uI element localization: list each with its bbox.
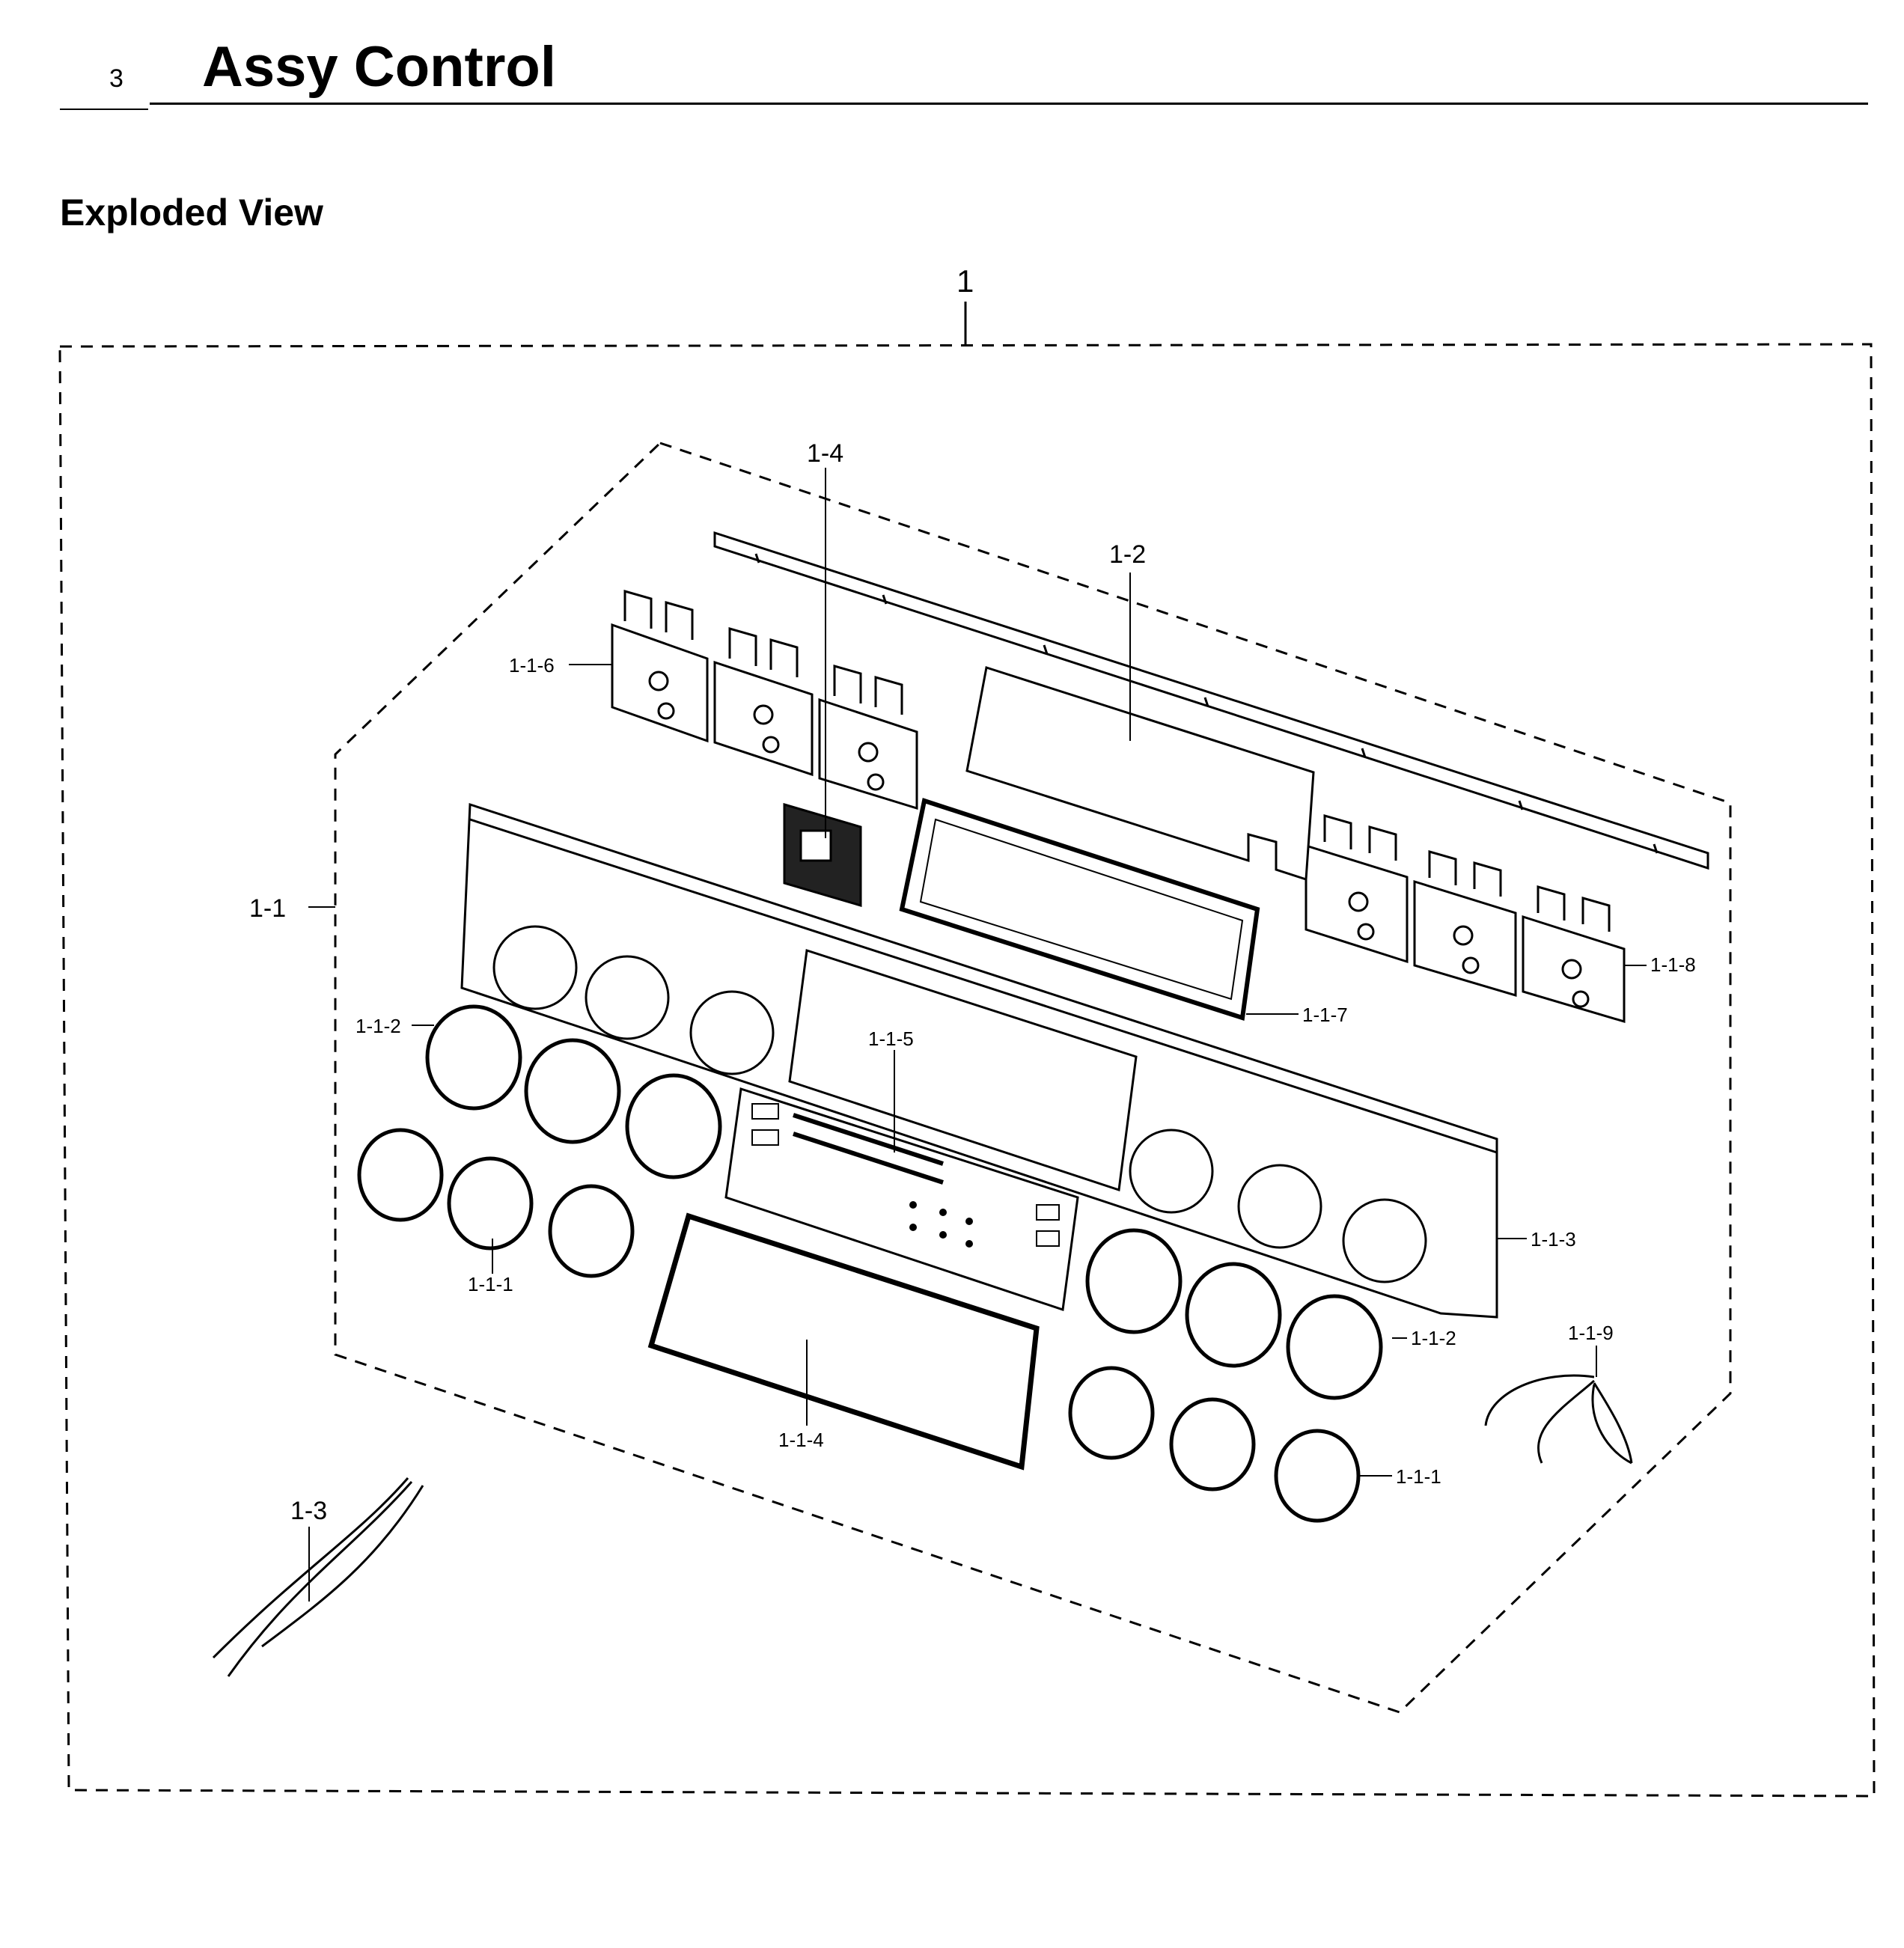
control-cover [965, 666, 1315, 882]
callout-1-1-5: 1-1-5 [868, 1028, 914, 1050]
assembly-1-1-boundary [334, 442, 1732, 1714]
burner-bracket-group-right [1305, 814, 1626, 1024]
callout-1-1-2-left: 1-1-2 [356, 1015, 401, 1037]
top-rail [713, 531, 1709, 870]
wire-harness-1-1-9 [1484, 1374, 1633, 1465]
display-frame [899, 798, 1260, 1021]
header-rule-short [60, 109, 148, 110]
touch-keypad [724, 1087, 1079, 1311]
knobs-right [1068, 1366, 1361, 1523]
callout-1-1-3: 1-1-3 [1531, 1228, 1576, 1251]
callout-1-4: 1-4 [807, 439, 843, 468]
callout-1-1-2-right: 1-1-2 [1411, 1327, 1456, 1349]
wire-harness-1-3 [212, 1477, 424, 1677]
knobs-left [357, 1128, 635, 1278]
callout-1-2: 1-2 [1109, 540, 1146, 569]
knob-bezels-left [425, 1004, 722, 1179]
header-rule [150, 103, 1868, 105]
display-bezel [647, 1212, 1040, 1471]
burner-bracket-group-left [611, 590, 918, 810]
knob-bezels-right [1085, 1228, 1383, 1400]
control-module [783, 802, 862, 908]
callout-1-1-1-left: 1-1-1 [468, 1273, 513, 1295]
callout-1-1-6: 1-1-6 [509, 654, 555, 677]
callout-1-1-8: 1-1-8 [1650, 953, 1696, 976]
callout-1: 1 [956, 263, 974, 299]
callout-1-1-4: 1-1-4 [778, 1429, 824, 1451]
page-title: Assy Control [202, 35, 556, 99]
section-number: 3 [109, 64, 123, 93]
callout-1-3: 1-3 [290, 1497, 327, 1525]
callout-1-1-9: 1-1-9 [1568, 1322, 1614, 1344]
callout-1-1: 1-1 [249, 894, 286, 923]
callout-1-1-7: 1-1-7 [1302, 1004, 1348, 1026]
callout-1-1-1-right: 1-1-1 [1396, 1465, 1441, 1488]
display-window [788, 949, 1138, 1191]
section-subtitle: Exploded View [60, 192, 323, 233]
callout-leaders [308, 468, 1647, 1602]
